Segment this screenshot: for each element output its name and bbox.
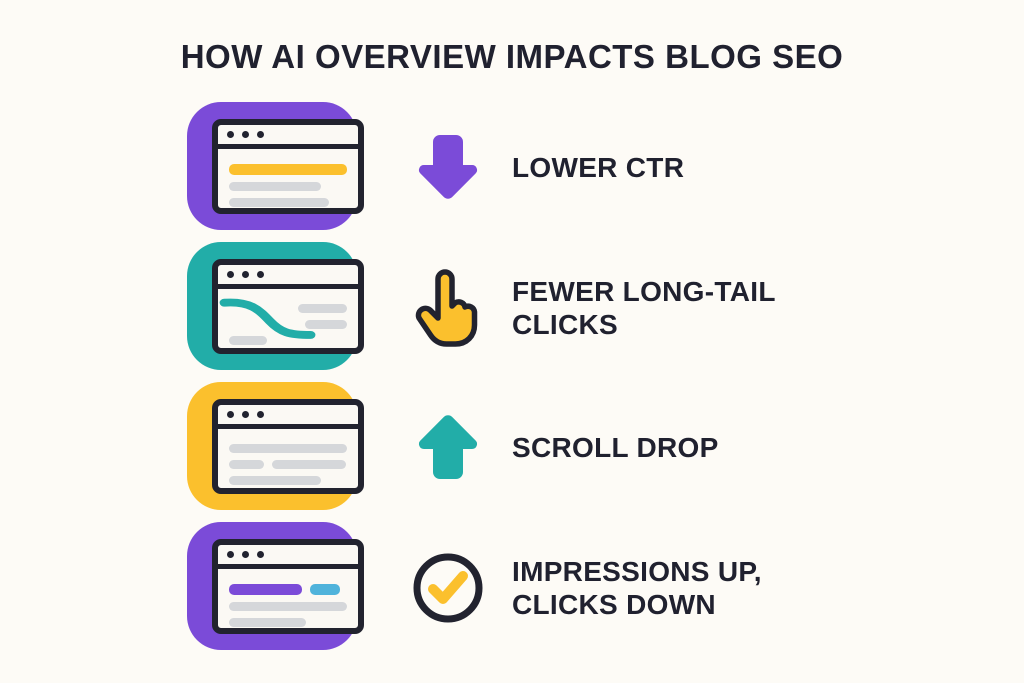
list-item: FEWER LONG-TAIL CLICKS — [0, 238, 1024, 378]
text-line — [272, 460, 346, 469]
arrow-down-icon — [398, 98, 498, 238]
highlight-bar — [229, 164, 347, 175]
window-dot-icon — [227, 551, 234, 558]
content-row — [229, 460, 347, 469]
window-dot-icon — [227, 411, 234, 418]
highlight-bar — [229, 584, 303, 595]
window-dot-icon — [257, 551, 264, 558]
browser-window-declining-chart-icon — [212, 259, 364, 354]
browser-window-icon — [212, 119, 364, 214]
text-line — [229, 602, 347, 611]
label-lower-ctr: LOWER CTR — [512, 98, 982, 238]
label-line: CLICKS DOWN — [512, 589, 716, 620]
text-line — [229, 460, 265, 469]
declining-line-chart-icon — [219, 298, 316, 339]
text-line — [229, 352, 276, 354]
text-line — [229, 336, 267, 345]
content-row — [229, 304, 347, 313]
label-line: SCROLL DROP — [512, 432, 719, 464]
content-row — [229, 352, 347, 354]
window-dot-icon — [257, 131, 264, 138]
label-line: LOWER CTR — [512, 152, 685, 184]
browser-titlebar — [218, 545, 358, 569]
text-line — [229, 618, 306, 627]
label-line: CLICKS — [512, 309, 619, 340]
window-dot-icon — [257, 411, 264, 418]
list-item: SCROLL DROP — [0, 378, 1024, 518]
window-dot-icon — [242, 131, 249, 138]
page-title: HOW AI OVERVIEW IMPACTS BLOG SEO — [180, 38, 844, 75]
list-item: IMPRESSIONS UP, CLICKS DOWN — [0, 518, 1024, 658]
window-dot-icon — [227, 271, 234, 278]
window-dot-icon — [242, 271, 249, 278]
window-dot-icon — [257, 271, 264, 278]
label-scroll-drop: SCROLL DROP — [512, 378, 982, 518]
list-item: LOWER CTR — [0, 98, 1024, 238]
tile-scroll-drop — [187, 382, 364, 510]
tile-fewer-long-tail-clicks — [187, 242, 364, 370]
badge-pill — [310, 584, 340, 595]
arrow-up-icon — [398, 378, 498, 518]
browser-window-highlight-icon — [212, 539, 364, 634]
text-line — [297, 304, 347, 313]
text-line — [305, 320, 347, 329]
text-line — [229, 198, 330, 207]
text-line — [229, 182, 322, 191]
label-fewer-long-tail-clicks: FEWER LONG-TAIL CLICKS — [512, 238, 982, 378]
label-impressions-up-clicks-down: IMPRESSIONS UP, CLICKS DOWN — [512, 518, 982, 658]
pointing-hand-cursor-icon — [398, 238, 498, 378]
text-line — [229, 444, 347, 453]
browser-content — [218, 154, 358, 208]
tile-lower-ctr — [187, 102, 364, 230]
label-line: IMPRESSIONS UP, — [512, 555, 762, 587]
browser-content — [218, 574, 358, 628]
text-line — [229, 476, 322, 485]
window-dot-icon — [227, 131, 234, 138]
browser-content — [218, 294, 358, 348]
browser-titlebar — [218, 125, 358, 149]
content-row — [229, 320, 347, 329]
impact-list: LOWER CTR — [0, 98, 1024, 658]
check-circle-icon — [398, 518, 498, 658]
browser-content — [218, 434, 358, 488]
browser-window-text-icon — [212, 399, 364, 494]
content-row — [229, 336, 347, 345]
content-row — [229, 584, 347, 595]
browser-titlebar — [218, 265, 358, 289]
window-dot-icon — [242, 411, 249, 418]
label-line: FEWER LONG-TAIL — [512, 275, 776, 307]
browser-titlebar — [218, 405, 358, 429]
window-dot-icon — [242, 551, 249, 558]
tile-impressions-up-clicks-down — [187, 522, 364, 650]
